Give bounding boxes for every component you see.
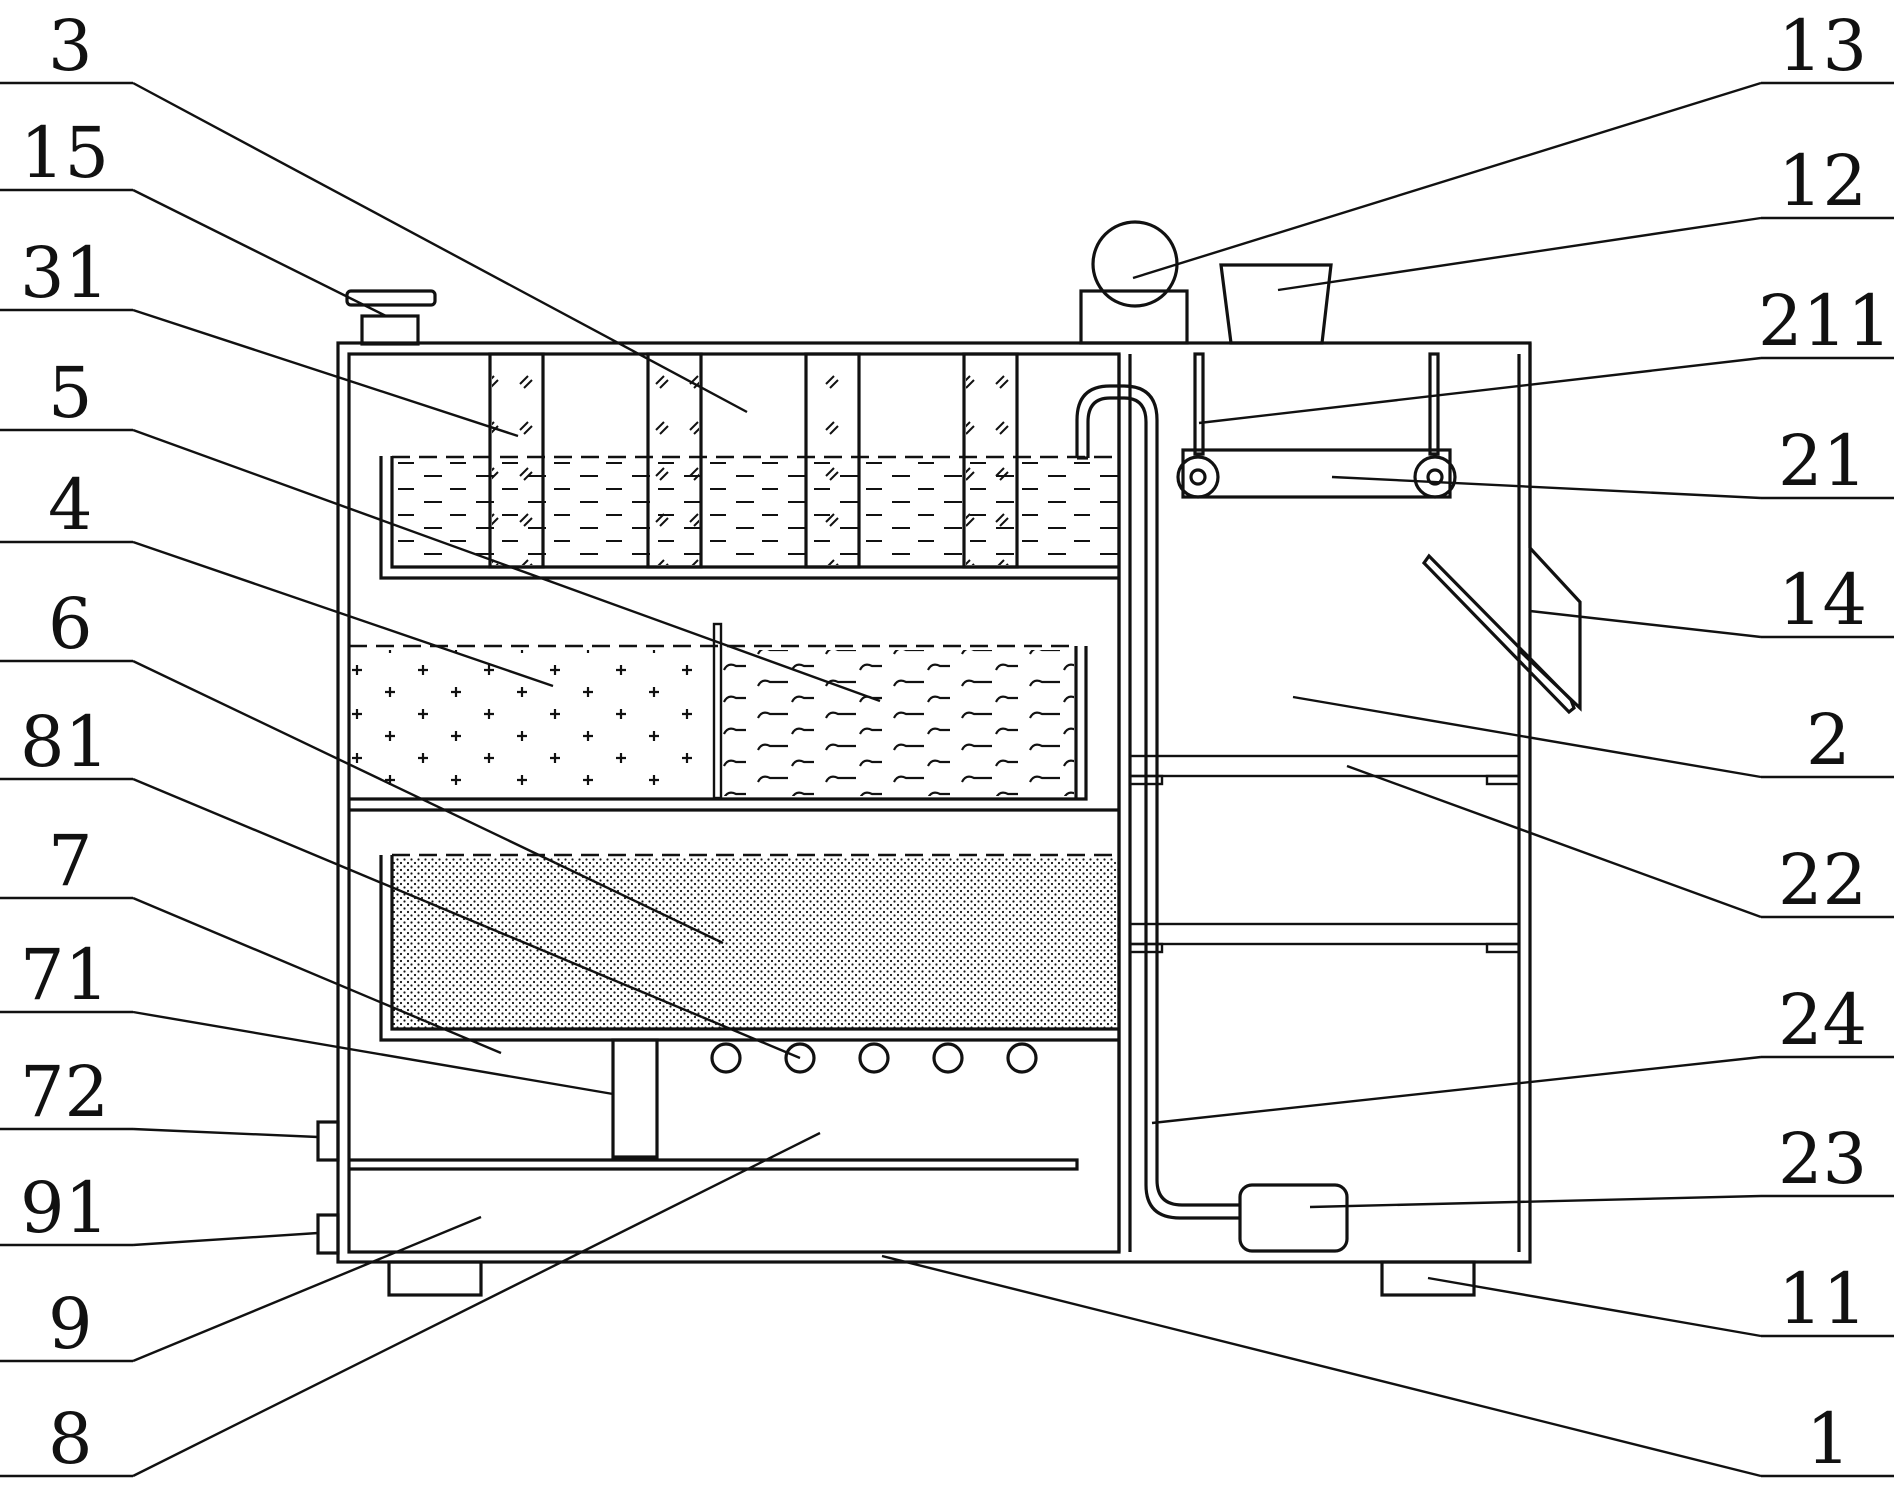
middle-shelf bbox=[349, 622, 1119, 812]
callout-labels: 3 15 31 5 4 6 81 7 71 72 91 9 8 13 12 21… bbox=[20, 5, 1892, 1480]
label-7: 7 bbox=[48, 820, 93, 902]
label-3: 3 bbox=[48, 5, 93, 87]
conveyor bbox=[1176, 352, 1457, 499]
return-pipe bbox=[1075, 384, 1240, 1220]
label-23: 23 bbox=[1778, 1118, 1867, 1200]
label-8: 8 bbox=[48, 1398, 93, 1480]
leader-lines bbox=[0, 81, 1894, 1478]
aeration-holes bbox=[710, 1042, 1038, 1074]
label-22: 22 bbox=[1778, 839, 1867, 921]
filter-screens bbox=[1128, 754, 1521, 954]
label-12: 12 bbox=[1778, 140, 1867, 222]
feed-hopper bbox=[1219, 263, 1333, 345]
support-feet bbox=[387, 1260, 1476, 1297]
pump bbox=[1238, 1183, 1349, 1253]
label-72: 72 bbox=[20, 1051, 109, 1133]
label-11: 11 bbox=[1778, 1258, 1867, 1340]
label-2: 2 bbox=[1806, 699, 1851, 781]
lower-tank bbox=[379, 853, 1119, 1042]
valve-72 bbox=[316, 1120, 340, 1162]
bottom-plate bbox=[349, 1158, 1079, 1171]
label-91: 91 bbox=[20, 1167, 109, 1249]
label-4: 4 bbox=[48, 464, 93, 546]
valve-91 bbox=[316, 1213, 340, 1255]
label-81: 81 bbox=[20, 701, 109, 783]
outlet-chute bbox=[1421, 343, 1582, 715]
label-1: 1 bbox=[1806, 1398, 1851, 1480]
label-15: 15 bbox=[20, 112, 109, 194]
filter-rods bbox=[488, 352, 1019, 569]
label-5: 5 bbox=[48, 352, 93, 434]
label-21: 21 bbox=[1778, 420, 1867, 502]
label-14: 14 bbox=[1778, 559, 1867, 641]
mesh-block bbox=[611, 1038, 659, 1159]
label-211: 211 bbox=[1758, 280, 1892, 362]
label-31: 31 bbox=[20, 232, 109, 314]
label-9: 9 bbox=[48, 1283, 93, 1365]
label-13: 13 bbox=[1778, 5, 1867, 87]
label-71: 71 bbox=[20, 934, 109, 1016]
label-6: 6 bbox=[48, 583, 93, 665]
housing bbox=[336, 341, 1532, 1264]
motor bbox=[1079, 220, 1189, 345]
label-24: 24 bbox=[1778, 979, 1867, 1061]
filler-cap bbox=[345, 289, 437, 346]
